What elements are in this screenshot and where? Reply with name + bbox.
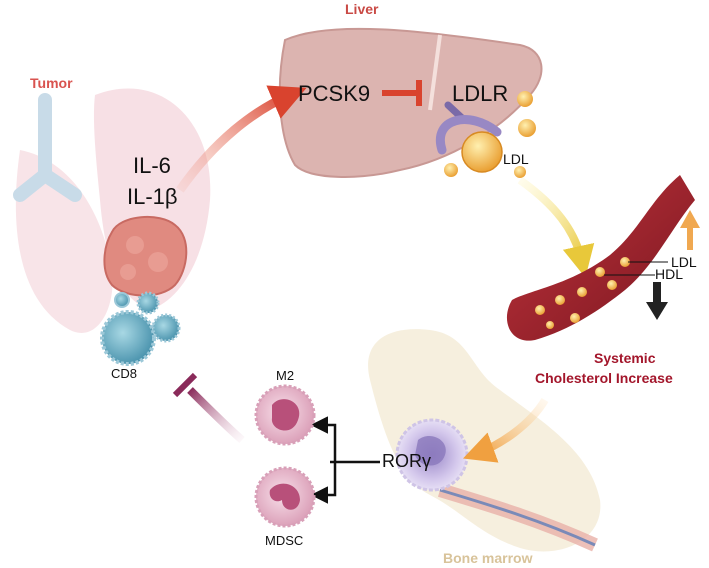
- label-m2: M2: [276, 368, 294, 383]
- label-mdsc: MDSC: [265, 533, 303, 548]
- label-systemic-line2: Cholesterol Increase: [535, 370, 673, 386]
- ldl-particles-liver: [444, 91, 536, 178]
- label-hdl-vessel: HDL: [655, 266, 683, 282]
- inhibition-myeloid-to-cd8: [172, 372, 245, 443]
- label-ldlr: LDLR: [452, 81, 508, 106]
- label-tumor: Tumor: [30, 75, 73, 91]
- ldlr-receptor: [435, 101, 502, 155]
- cd8-cells: [100, 291, 181, 366]
- arrow-down-icon: [646, 282, 668, 320]
- mdsc-cell: [254, 466, 316, 528]
- label-ldl-liver: LDL: [503, 151, 529, 167]
- label-pcsk9: PCSK9: [298, 81, 370, 106]
- label-ldl-vessel: LDL: [671, 254, 697, 270]
- arrow-tumor-to-pcsk9: [176, 85, 307, 193]
- tumor-mass: [103, 215, 188, 297]
- label-liver: Liver: [345, 1, 379, 17]
- label-bone-marrow: Bone marrow: [443, 550, 533, 566]
- arrow-ldl-to-blood: [517, 176, 595, 278]
- lung-illustration: [13, 88, 211, 333]
- m2-macrophage: [254, 384, 316, 446]
- label-il1b: IL-1β: [127, 184, 178, 209]
- arrow-cholesterol-to-bone-marrow: [462, 397, 549, 463]
- label-ror-gamma: RORγ: [382, 451, 431, 471]
- label-systemic-line1: Systemic: [594, 350, 656, 366]
- blood-vessel: [506, 175, 695, 341]
- t-bar-inhibition-icon: [382, 80, 422, 106]
- label-il6: IL-6: [133, 153, 171, 178]
- ror-gamma-branch-arrows: [310, 416, 380, 504]
- label-cd8: CD8: [111, 366, 137, 381]
- arrow-up-icon: [680, 210, 700, 250]
